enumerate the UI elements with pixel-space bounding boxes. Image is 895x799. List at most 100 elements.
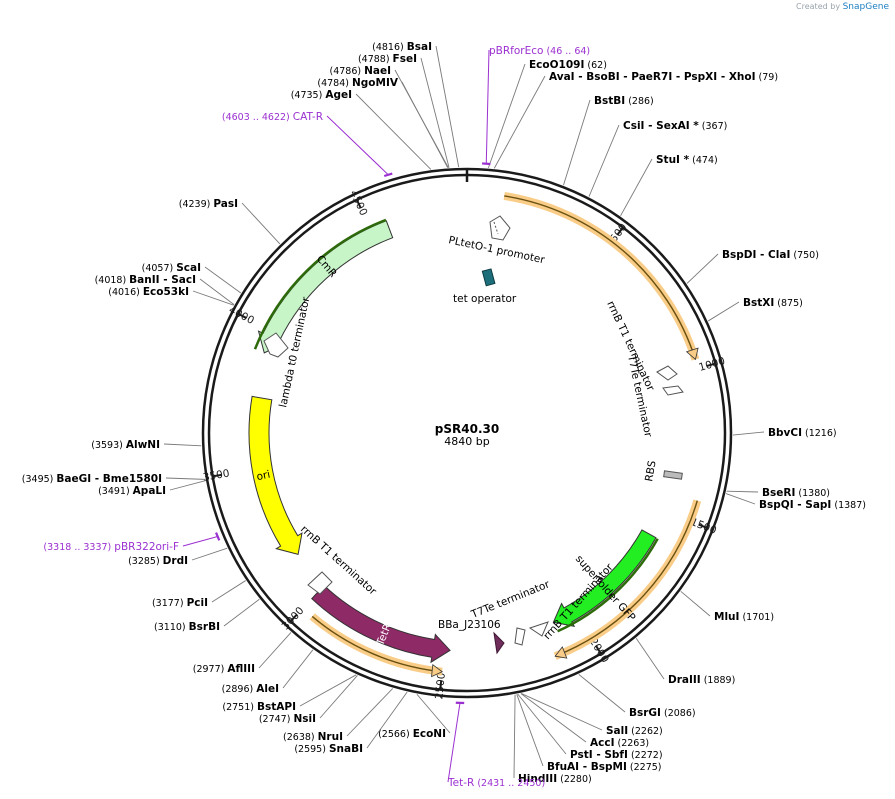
primer-name: pBRforEco [489,45,543,57]
primer-name: CAT-R [293,111,323,123]
site-position: (2262) [628,726,663,737]
site-name: BseRI [762,487,795,499]
site-name: EcoNI [413,728,446,740]
site-label: (4735) AgeI [291,89,352,101]
site-name: ScaI [176,262,201,274]
site-position: (367) [699,121,728,132]
site-name: PstI - SbfI [570,749,628,761]
site-name: BspQI - SapI [759,499,831,511]
primer-label: (4603 .. 4622) CAT-R [222,111,323,123]
site-label: (2638) NruI [283,731,343,743]
t7te-terminator-1: T7Te terminator [625,353,684,439]
site-name: CsiI - SexAI * [623,120,699,132]
site-leader [211,580,246,603]
site-label: AccI (2263) [590,737,649,749]
primer-leader [447,702,461,783]
site-position: (2275) [627,762,662,773]
site-position: (750) [790,250,819,261]
site-name: Eco53kI [143,286,189,298]
site-leader [169,480,206,491]
primer-range: (2431 .. 2450) [474,778,545,789]
arc-highlight-right [504,195,697,360]
site-leader [416,693,451,734]
site-label: (3593) AlwNI [91,439,160,451]
primer-range: (3318 .. 3337) [43,542,114,553]
site-leader [588,124,620,197]
site-position: (4788) [358,54,393,65]
site-name: BfuAI - BspMI [547,761,627,773]
site-name: BspDI - ClaI [722,249,790,261]
site-position: (79) [756,72,779,83]
gfp-arrow [552,529,657,627]
site-leader [223,598,260,627]
operator-feature: tet operator [453,268,517,305]
site-leader [487,63,526,169]
site-name: DraIII [668,674,701,686]
t7te1-label: T7Te terminator [625,353,654,439]
site-label: BspQI - SapI (1387) [759,499,866,511]
site-leader [435,45,460,168]
site-name: AleI [256,683,279,695]
site-position: (2977) [193,664,228,675]
ruler-tick [289,614,298,622]
rbs-label: RBS [643,459,659,482]
site-label: (4239) PasI [179,198,238,210]
site-leader [299,674,357,707]
site-leader [516,694,544,767]
site-name: DrdI [163,555,188,567]
site-label: BseRI (1380) [762,487,830,499]
site-position: (3110) [154,622,189,633]
site-position: (1387) [831,500,866,511]
site-label: (3110) BsrBI [154,621,220,633]
bba-label: BBa_J23106 [438,619,501,631]
site-name: AccI [590,737,614,749]
site-label: BstXI (875) [743,297,803,309]
cmr-arrow [257,220,394,354]
site-label: AvaI - BsoBI - PaeR7I - PspXI - XhoI (79… [549,71,778,83]
site-position: (875) [774,298,803,309]
ruler-label: 3000 [280,605,307,633]
site-name: AgeI [325,89,352,101]
arc-highlight-right-arrow [685,347,699,361]
tetr-arrow [311,584,451,664]
site-name: SnaBI [329,743,363,755]
site-leader [493,75,546,169]
site-label: (2896) AleI [222,683,279,695]
site-label: BfuAI - BspMI (2275) [547,761,661,773]
site-position: (2595) [294,744,329,755]
site-name: AlwNI [126,439,160,451]
site-position: (1380) [795,488,830,499]
site-name: AflIII [227,663,255,675]
site-leader [708,301,740,322]
site-leader [420,57,450,168]
site-position: (2086) [661,708,696,719]
snapgene-brand: SnapGene [842,2,889,12]
plasmid-name: pSR40.30 [435,422,499,436]
site-name: BaeGI - Bme1580I [56,473,162,485]
ori-arrow [248,395,303,556]
site-leader [578,674,626,713]
ruler-tick [237,312,247,319]
site-name: AvaI - BsoBI - PaeR7I - PspXI - XhoI [549,71,756,83]
primer-label: pBRforEco (46 .. 64) [489,45,590,57]
rrnb-terminator-3: rrnB T1 terminator [298,523,379,598]
site-position: (4786) [329,66,364,77]
ruler-tick [706,362,716,367]
site-position: (1889) [701,675,736,686]
bba-promoter: BBa_J23106 [438,619,505,655]
site-label: EcoO109I (62) [529,59,607,71]
ruler-tick [616,226,624,236]
site-leader [282,649,314,689]
site-label: (2566) EcoNI [378,728,446,740]
site-position: (474) [689,155,718,166]
primer-mark [215,532,221,541]
site-leader [732,431,765,436]
site-position: (2747) [259,714,294,725]
ruler-label: 2500 [433,672,448,700]
site-name: BsrBI [189,621,220,633]
site-name: BsrGI [629,707,661,719]
site-name: NaeI [364,65,391,77]
site-position: (62) [584,60,607,71]
site-leader [165,477,206,480]
